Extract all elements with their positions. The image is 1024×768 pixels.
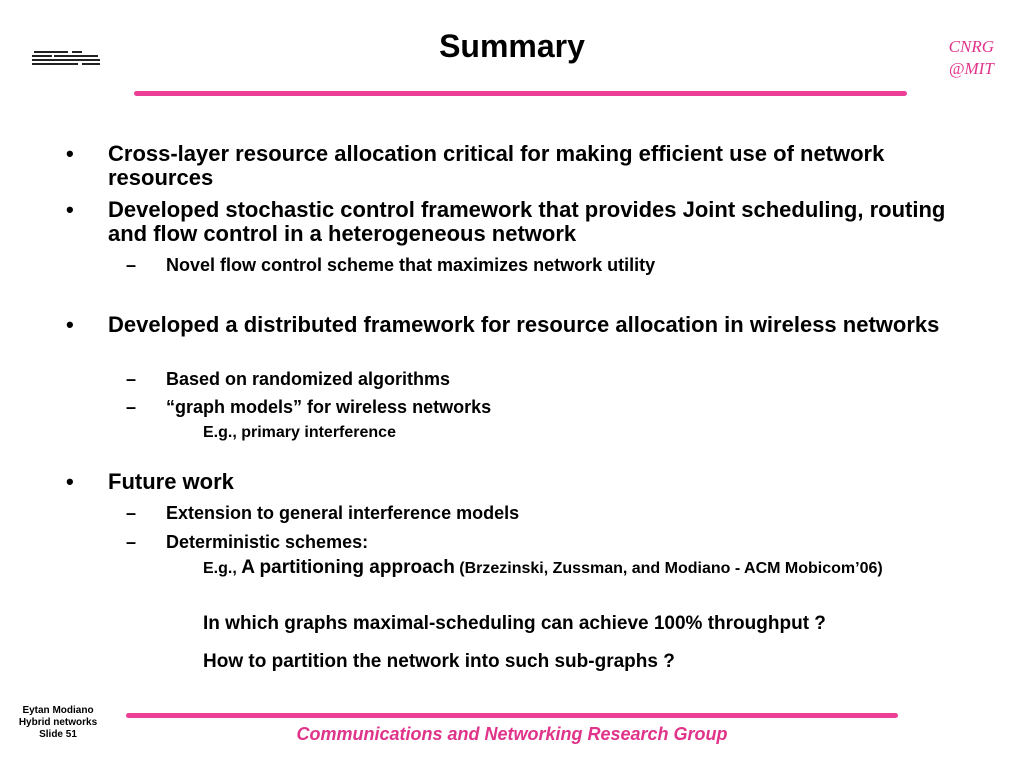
dash-marker: – bbox=[126, 369, 137, 389]
bullet-dot: • bbox=[66, 312, 74, 337]
bullet-dot: • bbox=[66, 197, 74, 222]
title-underline bbox=[134, 91, 907, 96]
dash-marker: – bbox=[126, 397, 137, 417]
sub-bullet-text: Novel flow control scheme that maximizes… bbox=[166, 255, 656, 275]
question-2: How to partition the network into such s… bbox=[203, 651, 675, 672]
bullet-text: Cross-layer resource allocation critical… bbox=[108, 141, 885, 190]
example-main: A partitioning approach bbox=[241, 557, 455, 578]
sub-bullet-text: Deterministic schemes: bbox=[166, 532, 369, 552]
cnrg-logo-line1: CNRG bbox=[948, 37, 994, 56]
footer-left: Eytan Modiano Hybrid networks Slide 51 bbox=[8, 705, 108, 741]
bullet-text: Developed stochastic control framework t… bbox=[108, 197, 946, 246]
cnrg-logo-line2: @MIT bbox=[948, 59, 994, 78]
footer-author: Eytan Modiano bbox=[22, 705, 94, 716]
bullet-text: Future work bbox=[108, 469, 234, 494]
bullet-dot: • bbox=[66, 469, 74, 494]
dash-marker: – bbox=[126, 532, 137, 552]
slide-title: Summary bbox=[439, 28, 585, 64]
footer-group-name: Communications and Networking Research G… bbox=[296, 724, 728, 744]
footer-rule bbox=[126, 713, 898, 718]
footer-topic: Hybrid networks bbox=[18, 717, 98, 728]
bullet-text: Developed a distributed framework for re… bbox=[108, 312, 940, 337]
sub3-text: E.g., primary interference bbox=[203, 424, 396, 441]
sub-bullet-text: Extension to general interference models bbox=[166, 503, 520, 523]
logo-scribble bbox=[32, 51, 100, 65]
example-citation: E.g., A partitioning approach (Brzezinsk… bbox=[203, 558, 963, 579]
example-prefix: E.g., bbox=[203, 560, 237, 577]
cnrg-logo: CNRG @MIT bbox=[949, 36, 994, 80]
bullet-dot: • bbox=[66, 141, 74, 166]
question-1: In which graphs maximal-scheduling can a… bbox=[203, 613, 826, 634]
sub-bullet-text: “graph models” for wireless networks bbox=[166, 397, 492, 417]
footer-slide-number: Slide 51 bbox=[39, 729, 77, 740]
sub-bullet-text: Based on randomized algorithms bbox=[166, 369, 451, 389]
dash-marker: – bbox=[126, 255, 137, 275]
example-citation-text: (Brzezinski, Zussman, and Modiano - ACM … bbox=[459, 560, 883, 577]
dash-marker: – bbox=[126, 503, 137, 523]
